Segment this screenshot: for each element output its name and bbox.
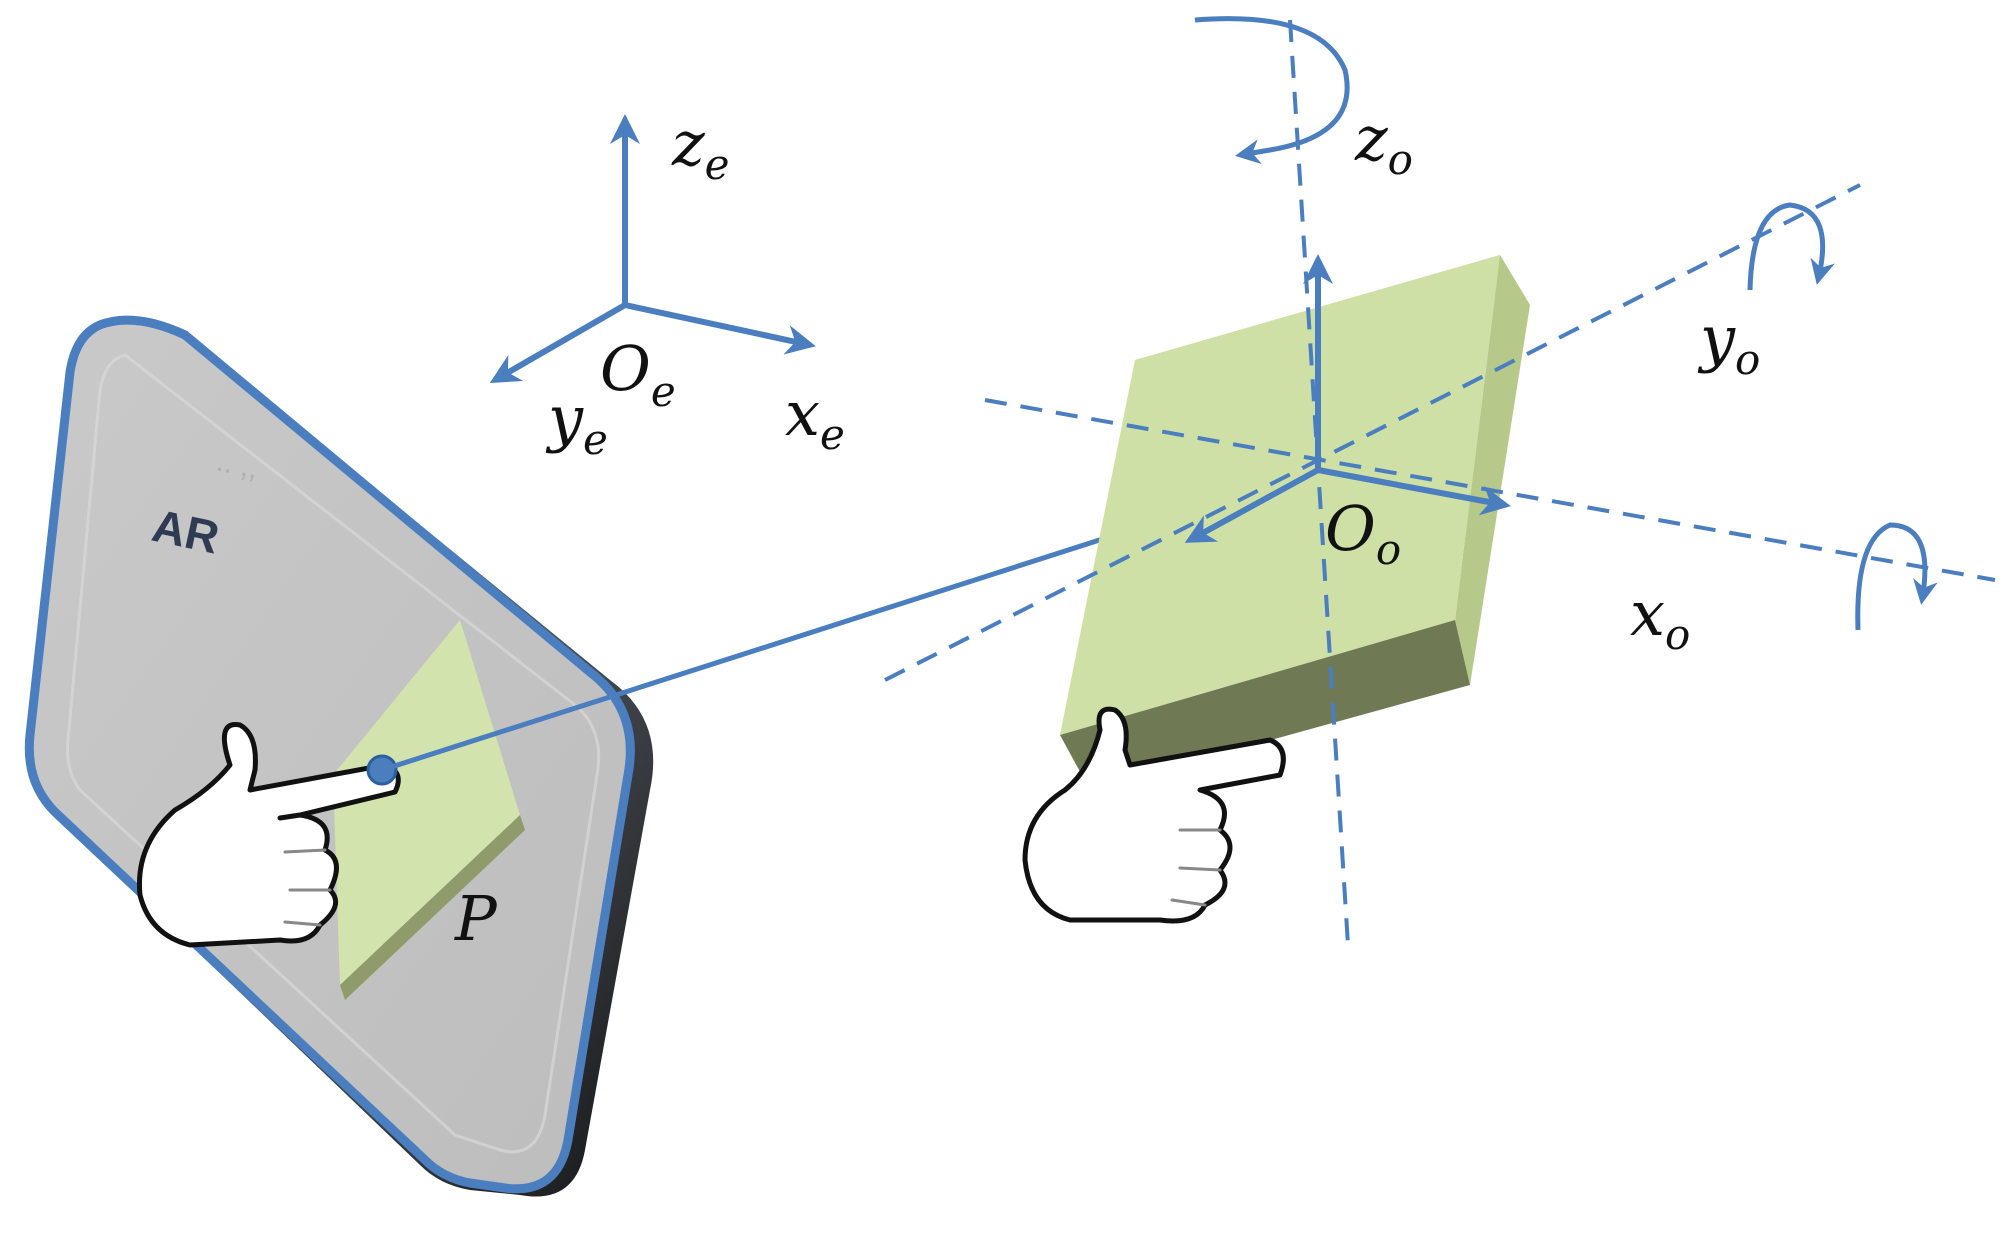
- object-frame-y-label: yo: [1697, 302, 1760, 384]
- svg-text:zo: zo: [1354, 102, 1413, 184]
- svg-text:xo: xo: [1630, 577, 1690, 659]
- svg-text:Oe: Oe: [600, 332, 676, 416]
- holding-hand-icon: [1022, 706, 1286, 924]
- physical-object-box: [1060, 255, 1530, 790]
- object-coordinate-frame: [1184, 254, 1511, 543]
- eye-frame-origin-label: Oe: [600, 332, 676, 416]
- rotation-arrow-icon-x: [1855, 522, 1938, 631]
- eye-frame-z-label: ze: [671, 107, 730, 189]
- eye-frame-x-label: xe: [785, 377, 845, 459]
- rotation-arrow-icon-z: [1194, 16, 1350, 165]
- object-frame-z-label: zo: [1354, 102, 1413, 184]
- rotation-arrow-icon-y: [1747, 202, 1835, 291]
- object-frame-x-label: xo: [1630, 577, 1690, 659]
- svg-text:ze: ze: [671, 107, 730, 189]
- svg-text:yo: yo: [1697, 302, 1760, 384]
- virtual-object-p: P: [333, 620, 525, 1000]
- svg-text:xe: xe: [785, 377, 845, 459]
- object-frame-origin-label: Oo: [1325, 492, 1401, 574]
- pointing-hand-icon: [136, 722, 401, 948]
- eye-coordinate-frame: [489, 114, 816, 383]
- svg-text:Oo: Oo: [1325, 492, 1401, 574]
- eye-frame-y-label: ye: [545, 382, 608, 464]
- svg-text:ye: ye: [545, 382, 608, 464]
- virtual-object-label: P: [454, 882, 498, 955]
